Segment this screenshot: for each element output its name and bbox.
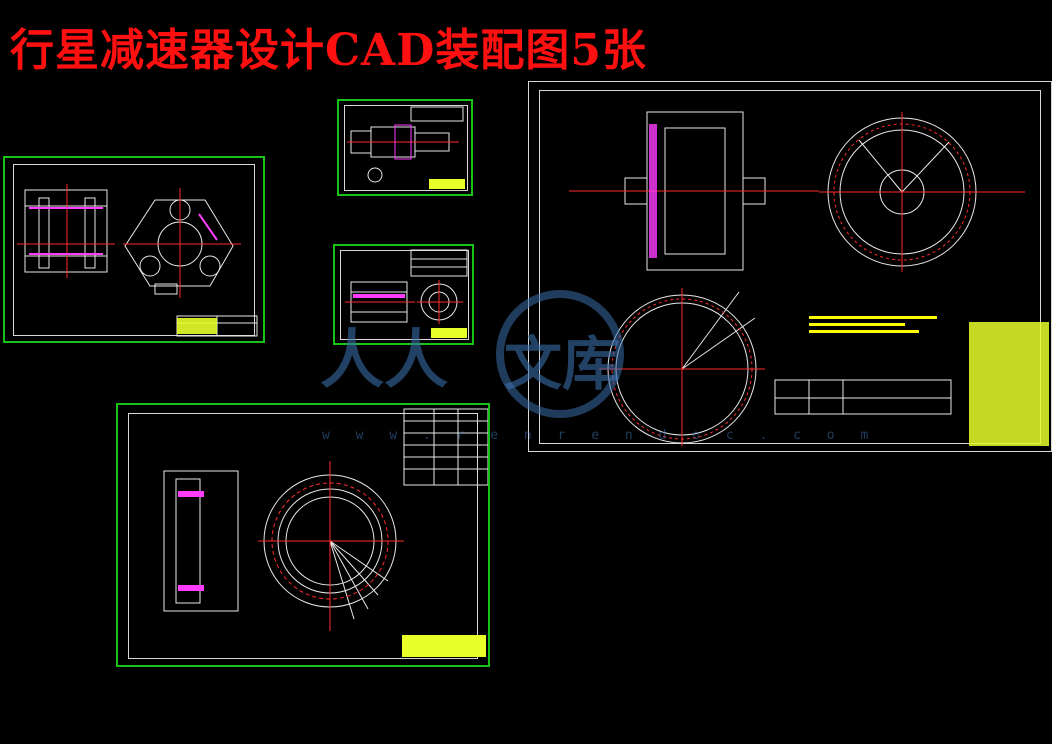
drawing-frame: [13, 164, 255, 336]
drawing-sheet-ring-gear[interactable]: [116, 403, 490, 667]
drawing-frame: [128, 413, 478, 659]
drawing-sheet-sleeve[interactable]: [333, 244, 474, 345]
drawing-sheet-shaft[interactable]: [337, 99, 473, 196]
ring-gear-drawing: [163, 408, 488, 657]
sleeve-drawing: [345, 249, 468, 338]
drawing-frame: [344, 105, 468, 191]
page-title: 行星减速器设计CAD装配图5张: [10, 25, 647, 76]
watermark-url: w w w . r e n r e n d o c . c o m: [322, 428, 878, 443]
drawing-frame: [539, 90, 1041, 444]
drawing-frame: [340, 250, 469, 340]
drawing-sheet-assembly[interactable]: [528, 81, 1052, 452]
drawing-sheet-planet-carrier[interactable]: [3, 156, 265, 343]
planet-carrier-drawing: [17, 184, 258, 337]
shaft-drawing: [347, 106, 465, 189]
assembly-drawing: [569, 111, 1049, 446]
